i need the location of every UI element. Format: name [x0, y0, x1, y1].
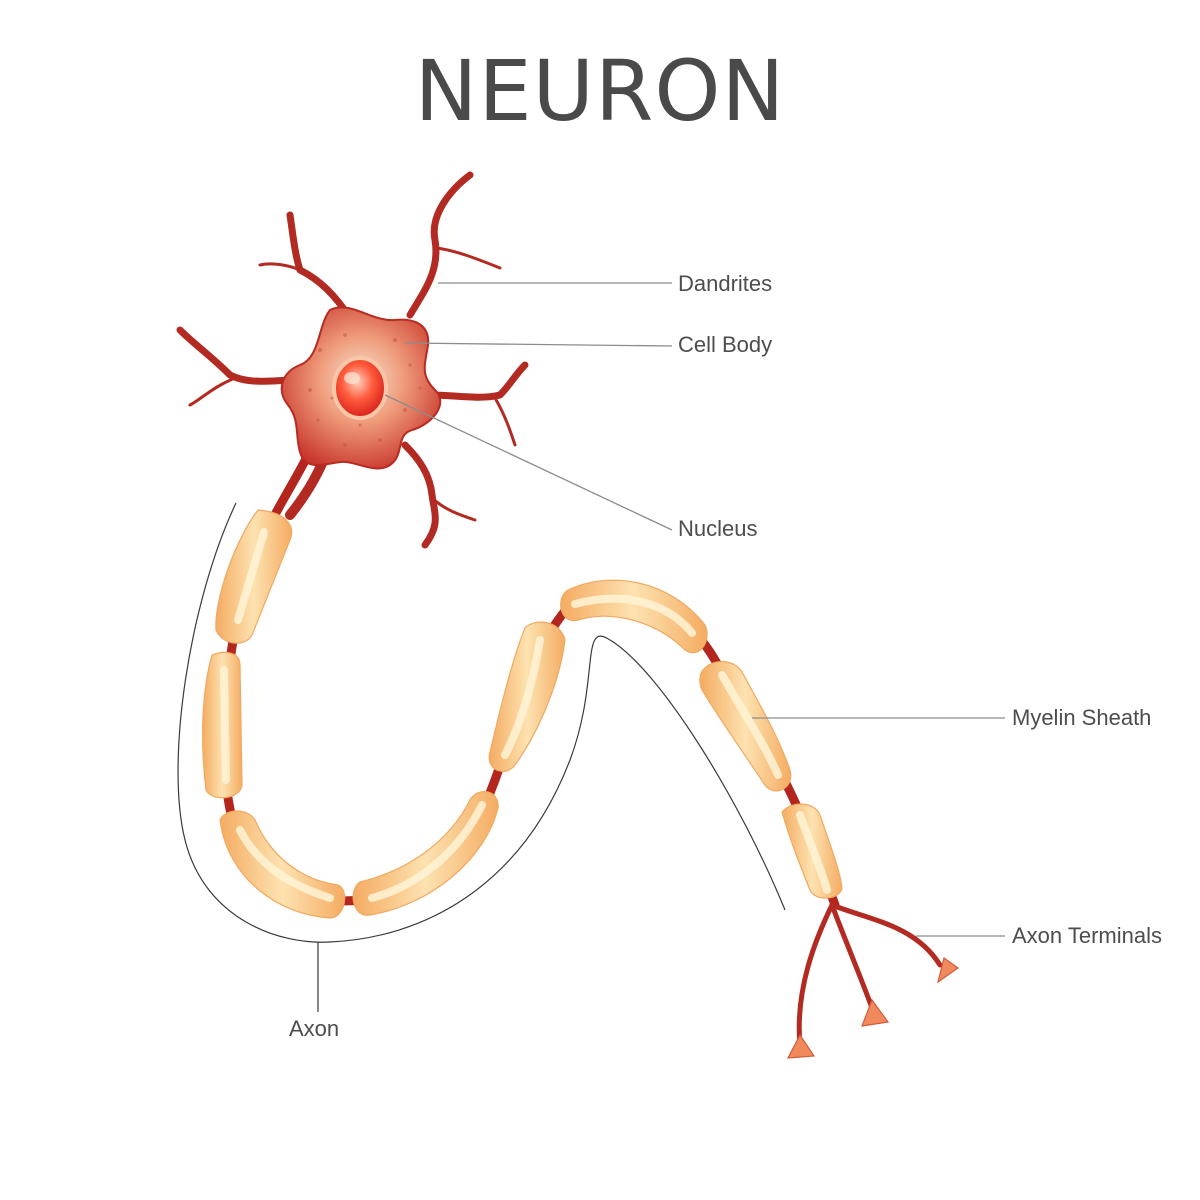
- diagram-title: NEURON: [415, 42, 786, 140]
- label-myelin-sheath: Myelin Sheath: [1012, 705, 1151, 730]
- leader-lines: [384, 282, 1005, 937]
- terminal-bulb: [786, 1033, 816, 1059]
- terminal-bulb: [861, 998, 890, 1027]
- axon-bracket: [177, 502, 786, 943]
- label-nucleus: Nucleus: [678, 516, 757, 541]
- terminal-bulb: [937, 956, 960, 984]
- myelin-segment: [488, 621, 566, 772]
- leader-nucleus: [384, 394, 673, 531]
- label-cell-body: Cell Body: [678, 332, 772, 357]
- myelin-segment: [202, 651, 243, 799]
- label-axon-terminals: Axon Terminals: [1012, 923, 1162, 948]
- myelin-segment: [352, 791, 499, 916]
- leader-cell-body: [404, 342, 673, 347]
- myelin-sheath-segments: [202, 509, 843, 919]
- myelin-segment: [781, 803, 843, 899]
- myelin-segment: [560, 579, 708, 654]
- label-dendrites: Dandrites: [678, 271, 772, 296]
- myelin-segment: [215, 509, 293, 644]
- myelin-segment: [219, 810, 346, 919]
- myelin-segment: [699, 661, 792, 792]
- nucleus: [332, 356, 388, 420]
- label-axon: Axon: [289, 1016, 339, 1041]
- axon-terminals: [786, 902, 960, 1059]
